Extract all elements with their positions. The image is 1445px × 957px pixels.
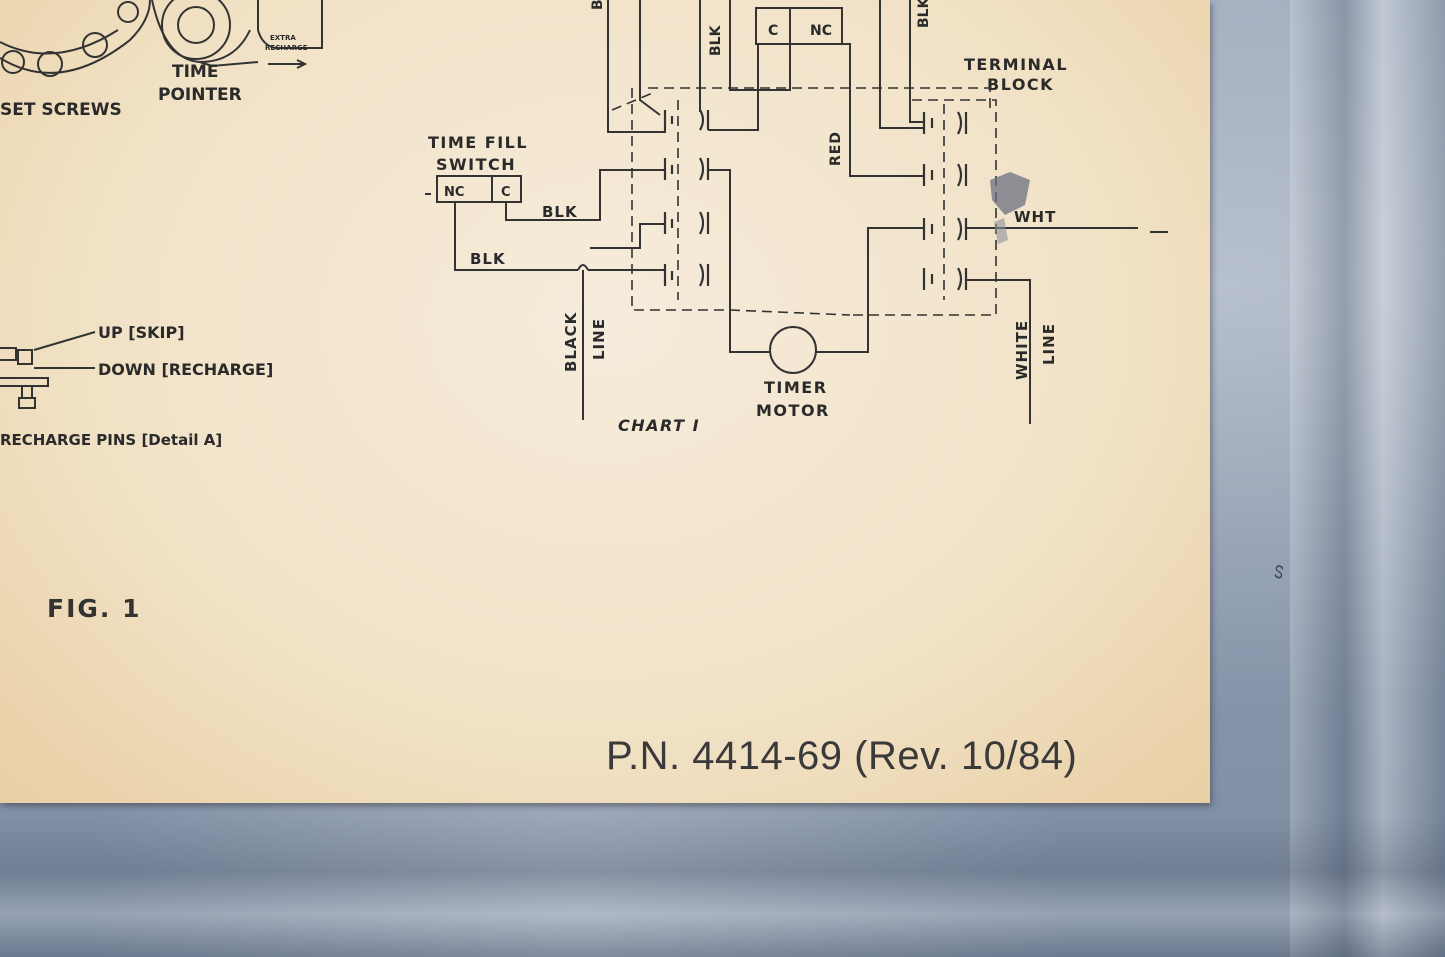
red-label: RED [828,131,844,166]
time-fill-label: TIME FILL [428,133,528,152]
b-label-top: B [590,0,606,10]
switch-label: SWITCH [436,155,516,174]
time-label: TIME [172,62,218,82]
wiring-label-sheet: EXTRA RECHARGE TIME POINTER SET SCREWS U… [0,0,1210,803]
recharge-pins-label: RECHARGE PINS [Detail A] [0,431,222,449]
blk-label-top: BLK [708,24,724,56]
pointer-label: POINTER [158,85,242,105]
motor-label: MOTOR [756,401,830,420]
left-terminal-block-outline [611,87,991,311]
up-skip-label: UP [SKIP] [98,323,185,342]
part-number: P.N. 4414-69 (Rev. 10/84) [606,734,1078,778]
wiring-diagram: EXTRA RECHARGE TIME POINTER SET SCREWS U… [0,0,1168,449]
top-switch-nc: NC [810,23,832,39]
extra-label: EXTRA [270,34,296,42]
wht-label: WHT [1014,208,1056,226]
blk-label-1: BLK [542,203,578,221]
chart-label: CHART I [618,416,700,435]
top-switch-c: C [768,23,778,39]
black-label: BLACK [562,311,580,372]
blk-label-2: BLK [470,250,506,268]
panel-rim-right [1290,0,1445,957]
figure-label: FIG. 1 [47,594,142,623]
black-line-label: LINE [590,318,608,360]
time-fill-nc: NC [444,185,464,200]
right-terminal-contacts [922,104,968,300]
scratch-mark [990,172,1030,244]
white-label: WHITE [1013,320,1031,380]
timer-dial-partial [0,0,323,77]
right-terminal-block-outline [729,99,997,316]
white-line-label: LINE [1040,323,1058,365]
blk-label-top-right: BLK [916,0,932,28]
terminal-label: TERMINAL [964,55,1068,74]
left-terminal-contacts [663,100,710,300]
panel-mark: ᔕ [1266,562,1288,581]
top-switch [755,7,843,45]
recharge-pin-detail [0,331,96,409]
time-fill-switch [425,175,522,203]
timer-label: TIMER [764,378,828,397]
time-fill-c: C [501,185,511,200]
panel-rim-bottom [0,815,1445,957]
wires [454,0,1168,424]
timer-motor-symbol [769,326,817,374]
set-screws-label: SET SCREWS [0,100,122,120]
down-recharge-label: DOWN [RECHARGE] [98,360,273,379]
block-label: BLOCK [987,75,1054,94]
recharge-label: RECHARGE [265,44,308,52]
